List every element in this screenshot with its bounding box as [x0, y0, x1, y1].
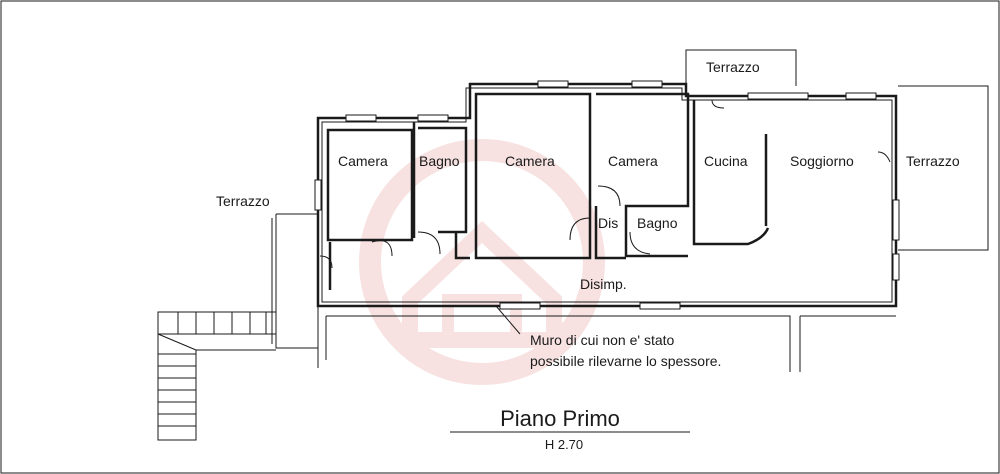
windows: [314, 80, 900, 310]
terrazzo-left-outline: [271, 213, 318, 349]
room-label-cucina: Cucina: [704, 153, 748, 169]
room-label-soggiorno: Soggiorno: [790, 153, 854, 169]
wall-note-line-1: Muro di cui non e' stato: [530, 332, 675, 348]
watermark-logo: [359, 139, 605, 385]
terrazzo-right-outline: [898, 85, 989, 251]
room-label-camera-1: Camera: [338, 153, 388, 169]
room-label-bagno-2: Bagno: [637, 215, 678, 231]
room-label-terrazzo-top: Terrazzo: [706, 59, 760, 75]
interior-walls: [326, 92, 770, 290]
note-leader-line: [495, 305, 521, 335]
wall-note-line-2: possibile rilevarne lo spessore.: [530, 353, 721, 369]
staircase: [157, 311, 277, 441]
lower-walls: [317, 306, 896, 372]
room-label-disimp: Disimp.: [580, 276, 627, 292]
room-label-camera-3: Camera: [608, 153, 658, 169]
plan-title: Piano Primo: [500, 406, 620, 431]
doors: [319, 99, 891, 269]
room-label-dis: Dis: [598, 215, 618, 231]
room-label-terrazzo-right: Terrazzo: [906, 153, 960, 169]
terrazzo-top-outline: [685, 49, 797, 86]
plan-height-label: H 2.70: [545, 437, 583, 452]
room-label-camera-2: Camera: [505, 153, 555, 169]
room-label-bagno-1: Bagno: [419, 153, 460, 169]
room-label-terrazzo-left: Terrazzo: [216, 193, 270, 209]
